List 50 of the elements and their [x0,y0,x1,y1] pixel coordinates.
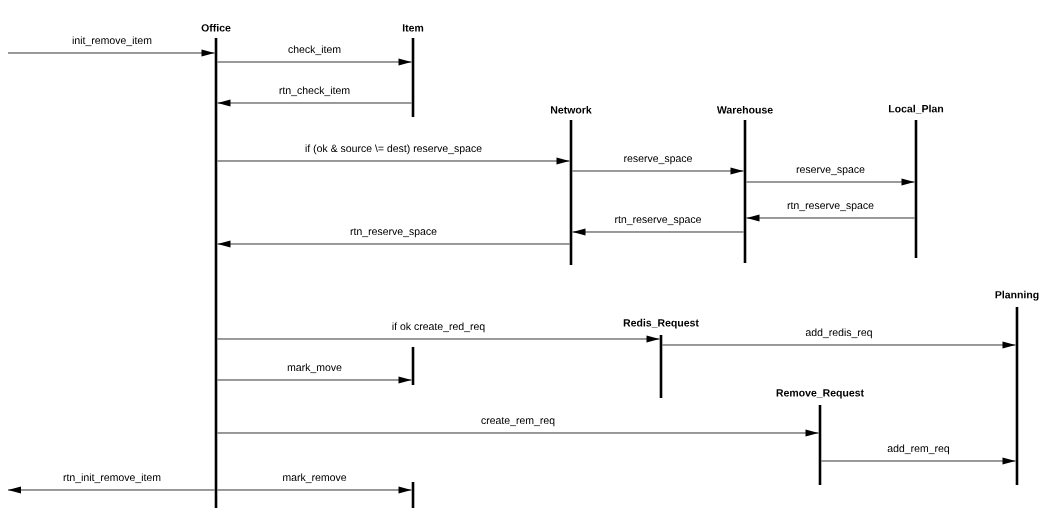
arrow [572,167,744,175]
edge-label: mark_move [286,362,343,375]
arrow [746,214,915,222]
node-label: Warehouse [716,105,773,114]
lifeline: Office [201,23,231,508]
edge-label: if ok create_red_req [390,321,487,334]
lifeline: Network [551,105,592,265]
edge-label: rtn_check_item [277,85,352,98]
edge-label: init_remove_item [71,35,153,48]
lifeline: Redis_Request [623,318,699,398]
lifeline: Remove_Request [776,389,864,485]
edge-label: create_rem_req [479,416,557,428]
arrow [217,486,412,494]
lifeline: Item [402,24,424,117]
edge-label: rtn_reserve_space [613,215,703,227]
node-label: Remove_Request [776,389,864,399]
edge-label: rtn_init_remove_item [62,472,163,485]
lifeline [411,482,415,508]
lifeline: Local_Plan [889,104,944,258]
node-label: Local_Plan [888,104,944,114]
node-label: Office [201,23,231,32]
edge-label: check_item [286,44,343,57]
edge-label: reserve_space [795,166,866,177]
edge-label: rtn_reserve_space [786,201,875,213]
edge-label: reserve_space [622,155,694,166]
edge-label: add_rem_req [886,443,951,456]
arrow [7,486,215,494]
lifeline: Planning [995,290,1039,485]
arrow [7,49,215,57]
arrow [217,429,819,437]
node-label: Item [402,24,424,32]
edge-label: add_redis_req [804,327,874,340]
arrow [217,157,570,165]
lifeline: Warehouse [716,105,773,263]
arrow [217,99,412,107]
node-label: Planning [995,290,1039,301]
arrow [821,457,1016,465]
node-label: Network [551,105,592,114]
arrow [217,58,412,66]
arrow [217,335,660,343]
lifeline [411,347,415,385]
edge-label: if (ok & source \= dest) reserve_space [303,143,484,156]
arrow [572,228,744,236]
node-label: Redis_Request [623,318,699,329]
edge-label: rtn_reserve_space [349,227,438,239]
arrow [746,178,915,186]
arrow [217,240,570,248]
arrow [217,376,412,384]
arrow [662,341,1016,349]
edge-label: mark_remove [281,472,348,485]
